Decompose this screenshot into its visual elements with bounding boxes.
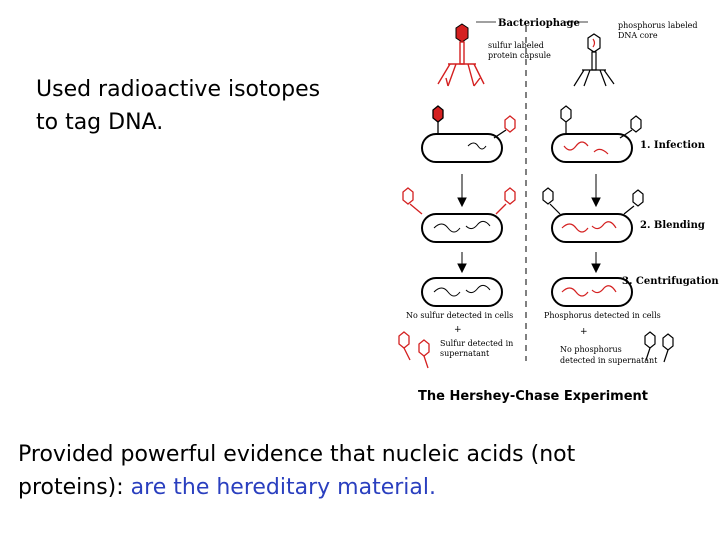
phosphorus-label-line-2: DNA core: [618, 31, 658, 40]
arrows-row1: [457, 174, 601, 208]
supernatant-phages-right-icon: [644, 331, 674, 363]
row3-right-cell: 3. Centrifugation: [551, 276, 719, 307]
left-result-line-2: +: [454, 325, 462, 335]
step-infection-label: 1. Infection: [640, 140, 706, 151]
left-result-line-1: No sulfur detected in cells: [406, 311, 513, 320]
left-result-line-3: Sulfur detected in: [440, 339, 513, 348]
intro-line-1: Used radioactive isotopes: [36, 77, 321, 102]
row1-right-cell: 1. Infection: [551, 105, 706, 163]
phosphorus-label-line-1: phosphorus labeled: [618, 21, 698, 30]
sulfur-label-line-2: protein capsule: [488, 51, 551, 60]
intro-line-2: to tag DNA.: [36, 110, 164, 135]
right-result-line-1: Phosphorus detected in cells: [544, 311, 661, 320]
left-result-line-4: supernatant: [440, 349, 490, 358]
step-blending-label: 2. Blending: [640, 220, 705, 231]
phage-left-icon: [437, 23, 485, 87]
conclusion-text: Provided powerful evidence that nucleic …: [18, 438, 575, 504]
conclusion-line-1: Provided powerful evidence that nucleic …: [18, 442, 576, 467]
conclusion-line-2: proteins): are the hereditary material.: [18, 471, 575, 504]
row3-left-cell: [421, 277, 503, 307]
row1-left-cell: [421, 105, 516, 163]
row2-right-cell: 2. Blending: [542, 187, 705, 243]
bacteriophage-label: Bacteriophage: [498, 18, 580, 29]
row2-left-cell: [402, 187, 516, 243]
hershey-chase-diagram: Bacteriophage sulfur labeled protein cap…: [398, 18, 719, 404]
supernatant-phages-left-icon: [398, 331, 430, 369]
arrows-row2: [457, 252, 601, 274]
conclusion-highlight: are the hereditary material.: [130, 475, 436, 500]
right-result-line-3: No phosphorus: [560, 345, 622, 354]
right-result-line-2: +: [580, 327, 588, 337]
right-result-line-4: detected in supernatant: [560, 356, 658, 365]
conclusion-prefix: proteins):: [18, 475, 124, 500]
intro-text: Used radioactive isotopes to tag DNA.: [36, 73, 320, 139]
diagram-caption: The Hershey-Chase Experiment: [418, 389, 648, 404]
phage-right-icon: [573, 33, 615, 87]
step-centrifugation-label: 3. Centrifugation: [622, 276, 719, 287]
sulfur-label-line-1: sulfur labeled: [488, 41, 544, 50]
